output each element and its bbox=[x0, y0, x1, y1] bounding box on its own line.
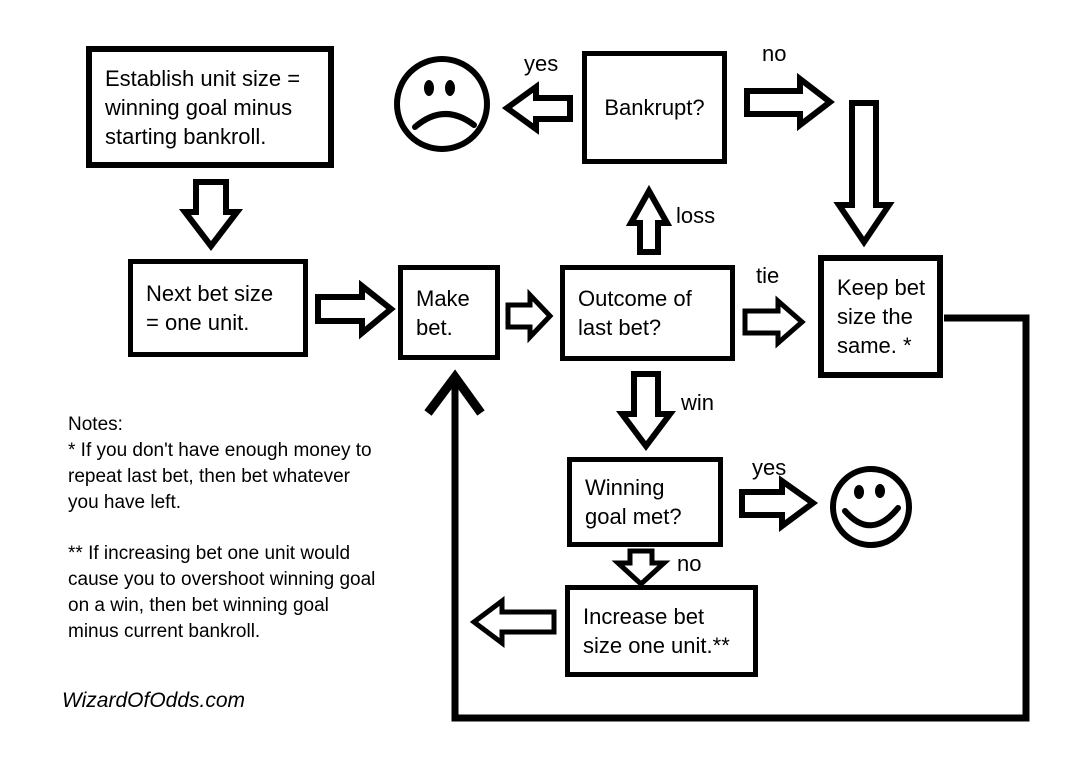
arrow-down-establish-icon bbox=[178, 179, 244, 251]
arrow-right-makebet-to-outcome-icon bbox=[505, 288, 554, 344]
box-keep-bet-same: Keep bet size the same. * bbox=[818, 255, 943, 378]
note-single-asterisk: * If you don't have enough money to repe… bbox=[68, 440, 372, 513]
loopback-connector-line bbox=[451, 314, 1030, 722]
label-tie: tie bbox=[756, 263, 780, 288]
arrow-down-win-icon bbox=[616, 371, 676, 451]
box-establish-unit-size: Establish unit size = winning goal minus… bbox=[86, 46, 334, 168]
notes-title: Notes: bbox=[68, 414, 123, 435]
arrow-right-no-bankrupt-icon bbox=[744, 72, 835, 132]
site-credit: WizardOfOdds.com bbox=[62, 689, 246, 712]
arrow-up-loss-icon bbox=[625, 184, 673, 255]
box-bankrupt: Bankrupt? bbox=[582, 51, 727, 164]
loopback-arrowhead-up-icon bbox=[424, 369, 485, 416]
arrow-right-tie-icon bbox=[742, 295, 806, 349]
label-no-goal: no bbox=[677, 551, 702, 576]
box-increase-bet-size: Increase bet size one unit.** bbox=[565, 585, 758, 677]
label-yes-bankrupt: yes bbox=[524, 51, 559, 76]
label-loss: loss bbox=[676, 203, 716, 228]
box-next-bet-size: Next bet size = one unit. bbox=[128, 259, 308, 357]
arrow-down-to-keep-bet-icon bbox=[833, 100, 895, 248]
label-no-bankrupt: no bbox=[762, 41, 787, 66]
arrow-right-yes-goal-icon bbox=[739, 475, 819, 532]
note-double-asterisk: ** If increasing bet one unit would caus… bbox=[68, 543, 376, 642]
box-outcome-last-bet: Outcome of last bet? bbox=[560, 265, 735, 361]
box-make-bet: Make bet. bbox=[398, 265, 500, 360]
arrow-down-no-goal-icon bbox=[611, 548, 671, 588]
arrow-left-increase-icon bbox=[469, 596, 557, 648]
happy-face-icon bbox=[830, 466, 912, 548]
box-winning-goal-met: Winning goal met? bbox=[567, 457, 723, 547]
sad-face-icon bbox=[394, 56, 490, 152]
label-win: win bbox=[681, 390, 715, 415]
arrow-right-nextbet-to-makebet-icon bbox=[315, 279, 396, 340]
arrow-left-yes-bankrupt-icon bbox=[501, 81, 573, 135]
notes-block: Notes: * If you don't have enough money … bbox=[68, 412, 440, 645]
label-yes-goal: yes bbox=[752, 455, 787, 480]
